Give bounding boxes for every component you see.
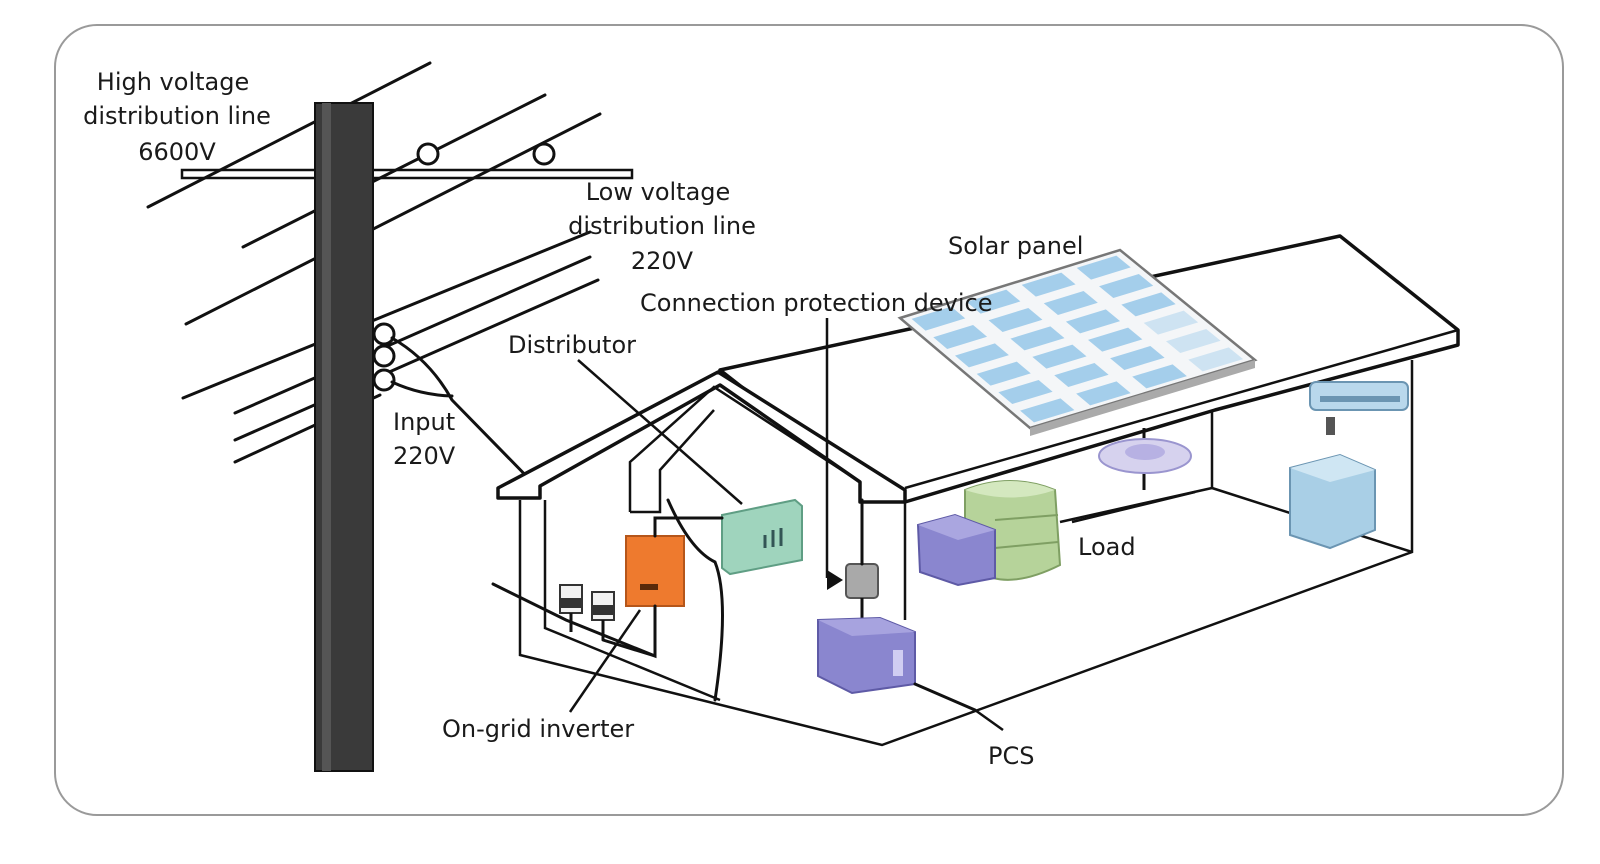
wire-meters — [491, 582, 657, 659]
left-wall — [518, 360, 1414, 747]
label-lv-line-1: Low voltage — [586, 178, 731, 206]
lv-wire-2 — [233, 255, 592, 415]
hv-wire-2 — [241, 93, 547, 249]
insulator-5 — [372, 368, 396, 392]
lv-wire-3 — [233, 278, 600, 442]
leader-cpd-arrow — [827, 570, 843, 590]
solar-cell — [1032, 344, 1087, 369]
leader-pcs — [974, 708, 1004, 732]
solar-cell — [1110, 346, 1165, 370]
lv-wire-1 — [181, 230, 592, 400]
solar-cell — [1043, 291, 1098, 315]
wire-inverter-top — [653, 516, 724, 538]
distributor-box — [721, 498, 803, 576]
load-blue-box — [1289, 453, 1376, 550]
leader-lines — [568, 318, 1196, 732]
solar-cell — [911, 306, 966, 331]
wire-distributor-loop — [666, 498, 724, 702]
label-on-grid-inverter: On-grid inverter — [442, 715, 634, 743]
insulator-4 — [372, 344, 396, 368]
insulator-3 — [372, 322, 396, 346]
solar-cell — [1010, 326, 1065, 351]
solar-cell — [1088, 327, 1143, 352]
label-input-2: 220V — [393, 442, 456, 470]
electric-meters — [559, 584, 615, 640]
labels: High voltage distribution line 6600V Low… — [83, 68, 1135, 770]
label-lv-line-2: distribution line — [568, 212, 756, 240]
solar-cell-grid — [911, 255, 1244, 423]
leader-distributor — [577, 359, 743, 505]
insulator-1 — [416, 142, 440, 166]
label-distributor: Distributor — [508, 331, 636, 359]
label-load: Load — [1078, 533, 1136, 561]
load-purple-box — [916, 513, 996, 587]
label-solar-panel: Solar panel — [948, 232, 1083, 260]
label-input-1: Input — [393, 408, 455, 436]
inner-gable — [628, 385, 862, 512]
label-lv-line-3: 220V — [631, 247, 694, 275]
solar-cell — [1188, 347, 1244, 372]
leader-inverter — [568, 609, 642, 713]
internal-wiring — [491, 498, 977, 712]
solar-cell — [998, 380, 1053, 404]
solar-cell — [966, 289, 1021, 314]
on-grid-inverter-box — [625, 535, 685, 607]
solar-cell — [1020, 398, 1075, 423]
insulator-2 — [532, 142, 556, 166]
solar-panel-edge — [1030, 360, 1255, 436]
pole-cross-arm — [180, 168, 634, 180]
solar-cell — [1054, 363, 1109, 387]
solar-cell — [1099, 274, 1154, 298]
solar-cell — [1065, 309, 1121, 334]
roof-edge — [904, 328, 1459, 490]
hv-wire-3 — [184, 112, 602, 326]
solar-cell — [1021, 272, 1076, 297]
label-connection-protection: Connection protection device — [640, 289, 993, 317]
solar-cell — [1143, 310, 1199, 335]
solar-cell — [1121, 292, 1176, 317]
solar-cell — [1076, 381, 1131, 406]
ceiling-lamp — [1098, 428, 1192, 490]
solar-cell — [954, 343, 1009, 368]
ac-unit — [1309, 381, 1409, 435]
service-drop-wire-2 — [390, 380, 454, 398]
solar-cell — [1132, 364, 1187, 389]
pcs-box — [817, 616, 916, 695]
label-hv-line-3: 6600V — [138, 138, 216, 166]
label-hv-line-2: distribution line — [83, 102, 271, 130]
service-drop-wire — [390, 336, 542, 492]
leader-load — [1071, 490, 1196, 524]
utility-pole-group — [146, 61, 634, 772]
pole-highlight — [322, 103, 331, 771]
solar-cell — [933, 325, 988, 349]
wire-meter-2 — [601, 638, 657, 658]
solar-cell — [976, 361, 1031, 386]
label-hv-line-1: High voltage — [97, 68, 249, 96]
solar-cell — [1166, 329, 1221, 353]
inner-gable-base — [630, 409, 715, 514]
solar-panel — [897, 248, 1258, 436]
hv-wire-1 — [146, 61, 432, 209]
label-pcs: PCS — [988, 742, 1034, 770]
front-wall-inner — [543, 500, 721, 702]
solar-cell — [1076, 255, 1131, 280]
solar-cell — [988, 308, 1043, 332]
wire-pcs-out — [913, 682, 977, 712]
